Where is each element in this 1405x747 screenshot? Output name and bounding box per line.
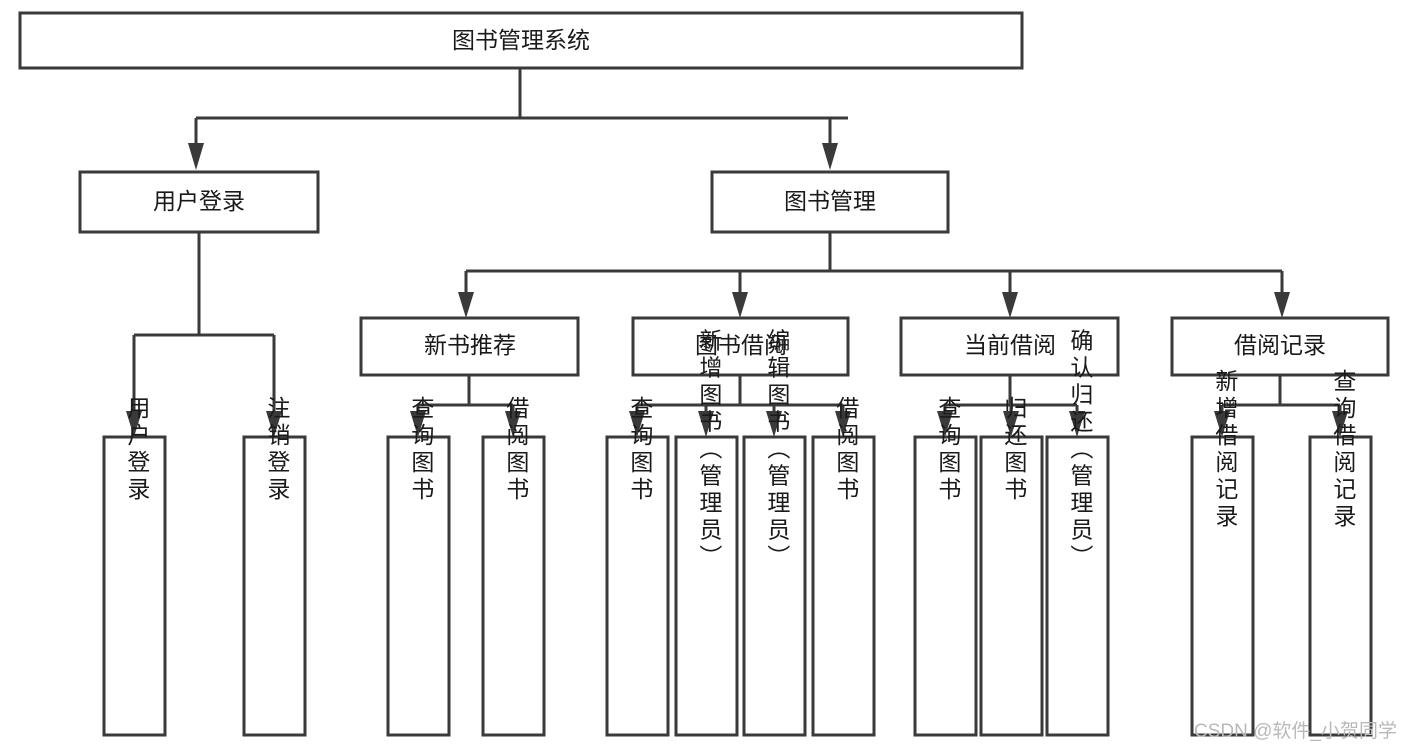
arrow-head-icon [505,411,521,437]
connector-root-to-level1 [188,68,848,170]
leaf-return-book-label: 归还图书 [1001,396,1028,504]
leaf-query-book-3-box[interactable] [913,435,978,737]
arrow-head-icon [835,411,851,437]
leaf-edit-book-box[interactable] [742,435,807,737]
leaf-borrow-book-2-label: 借阅图书 [833,396,860,504]
node-book-management-label: 图书管理 [784,188,876,214]
node-new-book-recommend[interactable]: 新书推荐 [359,316,580,377]
leaf-user-logout-box[interactable] [242,435,307,737]
leaf-user-login-box[interactable] [102,435,167,737]
leaf-return-book-box[interactable] [979,435,1044,737]
leaf-query-record-box[interactable] [1308,435,1373,737]
node-user-login-label: 用户登录 [153,188,245,214]
node-book-borrow-box[interactable] [631,316,850,377]
connector-newbook-to-leaves [410,375,521,437]
leaf-node-edit-book[interactable]: 编辑图书（管理员） [742,329,807,737]
arrow-head-icon [1003,411,1019,437]
leaf-query-book-2-box[interactable] [605,435,670,737]
arrow-head-icon [126,411,142,437]
node-user-login-box[interactable] [78,170,320,234]
leaf-node-user-login[interactable]: 用户登录 [102,396,167,737]
leaf-borrow-book-2-box[interactable] [811,435,876,737]
arrow-head-icon [937,411,953,437]
leaf-node-query-book-1[interactable]: 查询图书 [386,396,451,737]
arrow-head-icon [266,411,282,437]
connector-bookborrow-to-leaves [629,375,851,437]
connector-userlogin-to-leaves [126,232,282,437]
leaf-borrow-book-1-box[interactable] [481,435,546,737]
leaf-node-query-record[interactable]: 查询借阅记录 [1308,369,1373,737]
leaf-add-record-label: 新增借阅记录 [1212,369,1239,531]
arrow-head-icon [410,411,426,437]
connector-currentborrow-to-leaves [937,375,1085,437]
arrow-head-icon [732,292,748,318]
leaf-node-borrow-book-1[interactable]: 借阅图书 [481,396,546,737]
arrow-head-icon [629,411,645,437]
leaf-node-add-record[interactable]: 新增借阅记录 [1190,369,1255,737]
leaf-query-book-3-label: 查询图书 [935,396,962,504]
node-borrow-record-label: 借阅记录 [1234,332,1326,358]
leaf-node-query-book-2[interactable]: 查询图书 [605,396,670,737]
leaf-node-user-logout[interactable]: 注销登录 [242,396,307,737]
leaf-query-book-1-label: 查询图书 [408,396,435,504]
connector-borrowrecord-to-leaves [1214,375,1348,437]
arrow-head-icon [1214,411,1230,437]
node-book-borrow-label: 图书借阅 [695,332,787,358]
node-root-label: 图书管理系统 [452,27,590,53]
arrow-head-icon [458,292,474,318]
leaf-node-borrow-book-2[interactable]: 借阅图书 [811,396,876,737]
node-current-borrow[interactable]: 当前借阅 [899,316,1120,377]
leaf-confirm-return-box[interactable] [1045,435,1110,737]
node-book-management[interactable]: 图书管理 [710,170,950,234]
node-borrow-record[interactable]: 借阅记录 [1170,316,1390,377]
leaf-borrow-book-1-label: 借阅图书 [503,396,530,504]
leaf-query-record-label: 查询借阅记录 [1330,369,1357,531]
node-book-management-box[interactable] [710,170,950,234]
node-new-book-recommend-box[interactable] [359,316,580,377]
leaf-add-record-box[interactable] [1190,435,1255,737]
arrow-head-icon [1332,411,1348,437]
leaf-edit-book-label: 编辑图书（管理员） [764,329,791,572]
leaf-node-confirm-return[interactable]: 确认归还（管理员） [1045,329,1110,737]
arrow-head-icon [698,411,714,437]
node-book-borrow[interactable]: 图书借阅 [631,316,850,377]
arrow-head-icon [1002,292,1018,318]
leaf-user-logout-label: 注销登录 [264,396,291,504]
leaf-add-book-box[interactable] [674,435,739,737]
leaf-node-return-book[interactable]: 归还图书 [979,396,1044,737]
leaf-query-book-1-box[interactable] [386,435,451,737]
node-current-borrow-label: 当前借阅 [964,332,1056,358]
node-current-borrow-box[interactable] [899,316,1120,377]
leaf-node-query-book-3[interactable]: 查询图书 [913,396,978,737]
leaf-confirm-return-label: 确认归还（管理员） [1067,329,1094,572]
node-root-box[interactable] [18,11,1024,70]
leaf-query-book-2-label: 查询图书 [627,396,654,504]
leaf-node-add-book[interactable]: 新增图书（管理员） [674,329,739,737]
node-user-login[interactable]: 用户登录 [78,170,320,234]
arrow-head-icon [822,143,838,170]
arrow-head-icon [188,143,204,170]
node-root[interactable]: 图书管理系统 [18,11,1024,70]
node-borrow-record-box[interactable] [1170,316,1390,377]
arrow-head-icon [766,411,782,437]
connector-bookmgmt-to-level2 [458,232,1290,318]
leaf-add-book-label: 新增图书（管理员） [696,329,723,572]
arrow-head-icon [1274,292,1290,318]
arrow-head-icon [1069,411,1085,437]
leaf-user-login-label: 用户登录 [124,396,151,504]
node-new-book-recommend-label: 新书推荐 [424,332,516,358]
